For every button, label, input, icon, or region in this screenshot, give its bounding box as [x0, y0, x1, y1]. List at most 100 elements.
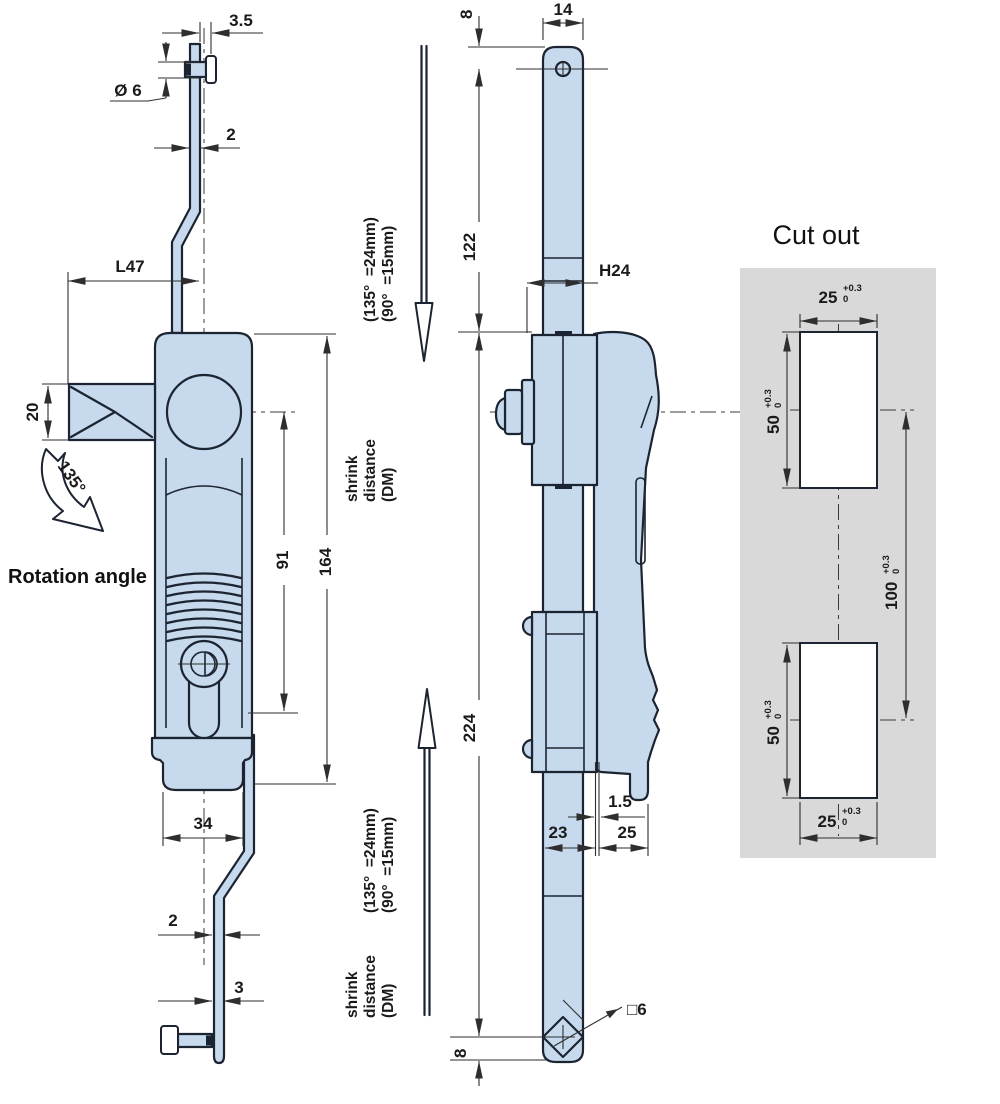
dim-label: 91	[273, 551, 292, 570]
dim-label: 50	[764, 726, 783, 745]
side-spindle-flange	[520, 378, 536, 446]
side-lower-block-lines	[545, 612, 585, 772]
dim-label: 2	[168, 911, 177, 930]
dim-front-bolt-dia: Ø 6	[110, 42, 199, 102]
rotation-angle-label: Rotation angle	[8, 566, 147, 588]
dim-label: 164	[316, 547, 335, 576]
dim-tol-plus: +0.3	[843, 283, 862, 294]
dim-tol-minus: 0	[842, 817, 847, 828]
dim-label: 1.5	[608, 792, 632, 811]
front-bottom-bolt-dark	[206, 1035, 213, 1046]
cutout-view: Cut out 25 +0.3 0 50 +0.3 0	[740, 220, 936, 858]
dim-label: 3	[234, 978, 243, 997]
dim-side-rod-width: 14	[542, 0, 584, 40]
dim-tol-minus: 0	[843, 294, 848, 305]
dim-tol-minus: 0	[773, 714, 784, 719]
side-upper-block-tab-top	[555, 331, 572, 336]
dim-front-bolt-offset: 3.5	[162, 11, 263, 54]
dim-front-rod-thickness-top: 2	[154, 125, 240, 152]
dim-front-rod-thickness-end: 3	[158, 978, 264, 1005]
side-handle-lever	[592, 330, 661, 802]
shrink-note-bottom: shrink distance (135° =24mm) (DM) (90° =…	[344, 804, 397, 1018]
side-upper-block-tab-bottom	[555, 484, 572, 489]
dim-tol-plus: +0.3	[842, 806, 861, 817]
dim-cutout-width-top: 25 +0.3 0	[799, 283, 878, 328]
dim-side-bottom-end: 8	[450, 1036, 560, 1086]
cutout-hole-top	[799, 331, 878, 489]
dim-label-square-hole: □6	[627, 1000, 647, 1019]
dim-side-handle-depth: H24	[526, 261, 631, 333]
side-lower-block-bump-top	[521, 615, 534, 637]
dim-label: 25	[618, 823, 637, 842]
dim-cutout-height-top: 50 +0.3 0	[763, 331, 800, 489]
side-square-hole: □6	[541, 999, 647, 1059]
dim-side-upper-rod-length: 122	[458, 69, 532, 333]
front-top-bolt-dark	[186, 63, 191, 76]
shrink-arrow-up	[417, 688, 437, 1017]
side-spindle-dome	[494, 396, 507, 432]
cutout-title: Cut out	[772, 220, 860, 250]
dim-label: 100	[882, 582, 901, 610]
dim-front-body-length: 164	[254, 333, 336, 785]
dim-side-handle-clearance: 25	[599, 804, 649, 856]
side-spindle-disc	[503, 388, 524, 436]
cutout-hole-bottom	[799, 642, 878, 799]
dim-label: 50	[764, 415, 783, 434]
dim-side-front-depth: 23	[545, 823, 595, 852]
dim-label: 8	[451, 1049, 470, 1058]
dim-label: L47	[115, 257, 144, 276]
dim-label: Ø 6	[114, 81, 141, 100]
dim-cutout-height-bottom: 50 +0.3 0	[763, 642, 800, 799]
front-upper-rod	[170, 42, 202, 335]
side-lower-block	[530, 610, 599, 774]
front-rails	[165, 458, 243, 728]
front-body	[153, 331, 254, 740]
front-view: 135° Rotation angle 3.5 Ø 6 2 L47	[8, 11, 336, 1065]
side-lever-slot	[635, 477, 646, 565]
side-lever-detail-line	[640, 395, 653, 429]
dim-label: 14	[554, 0, 573, 19]
front-handle-boss-circle	[165, 373, 243, 451]
dim-tol-plus: +0.3	[763, 389, 774, 408]
dim-label: 25	[819, 288, 838, 307]
dim-side-top-end: 8	[457, 10, 608, 70]
front-plug-arc	[165, 485, 243, 496]
front-lower-rod	[212, 733, 256, 1065]
dim-label: 3.5	[229, 11, 253, 30]
front-bottom-bolt-head	[160, 1025, 179, 1055]
front-body-cap	[150, 736, 254, 792]
dim-front-tongue-height: 20	[23, 383, 68, 441]
front-tongue-edge	[113, 410, 154, 439]
dim-tol-minus: 0	[773, 403, 784, 408]
dim-cutout-width-bottom: 25 +0.3 0	[799, 802, 878, 845]
dim-label: 23	[549, 823, 568, 842]
dim-label: 122	[460, 233, 479, 261]
dim-front-rod-length: L47	[67, 257, 199, 384]
front-spring	[165, 572, 243, 643]
dim-front-body-width: 34	[162, 792, 244, 846]
dim-tol-minus: 0	[891, 569, 902, 574]
dim-label: 25	[818, 812, 837, 831]
side-view: □6 14 8 122 H24	[344, 0, 772, 1086]
dim-tol-plus: +0.3	[763, 700, 774, 719]
dim-label: 8	[457, 10, 476, 19]
dim-side-panel-gap: 1.5	[568, 762, 645, 856]
shrink-arrow-down	[414, 44, 434, 362]
dim-label: 2	[226, 125, 235, 144]
side-rod	[541, 45, 585, 1064]
side-lower-block-bump-bottom	[521, 738, 534, 760]
dim-front-rod-thickness-lower: 2	[158, 911, 260, 939]
front-top-bolt-head	[205, 55, 217, 84]
rotation-arrow: 135°	[40, 448, 104, 532]
dim-label: 224	[460, 713, 479, 742]
side-upper-block	[530, 333, 599, 487]
dim-label: 34	[194, 814, 213, 833]
dim-tol-plus: +0.3	[881, 555, 892, 574]
dim-side-lower-rod-length: 224	[460, 333, 483, 1036]
dim-front-cylinder-distance: 91	[248, 412, 298, 714]
shrink-note-top: shrink distance (135° =24mm) (DM) (90° =…	[344, 213, 397, 502]
dim-cutout-center-spacing: 100 +0.3 0	[881, 412, 910, 718]
dim-label: H24	[599, 261, 631, 280]
